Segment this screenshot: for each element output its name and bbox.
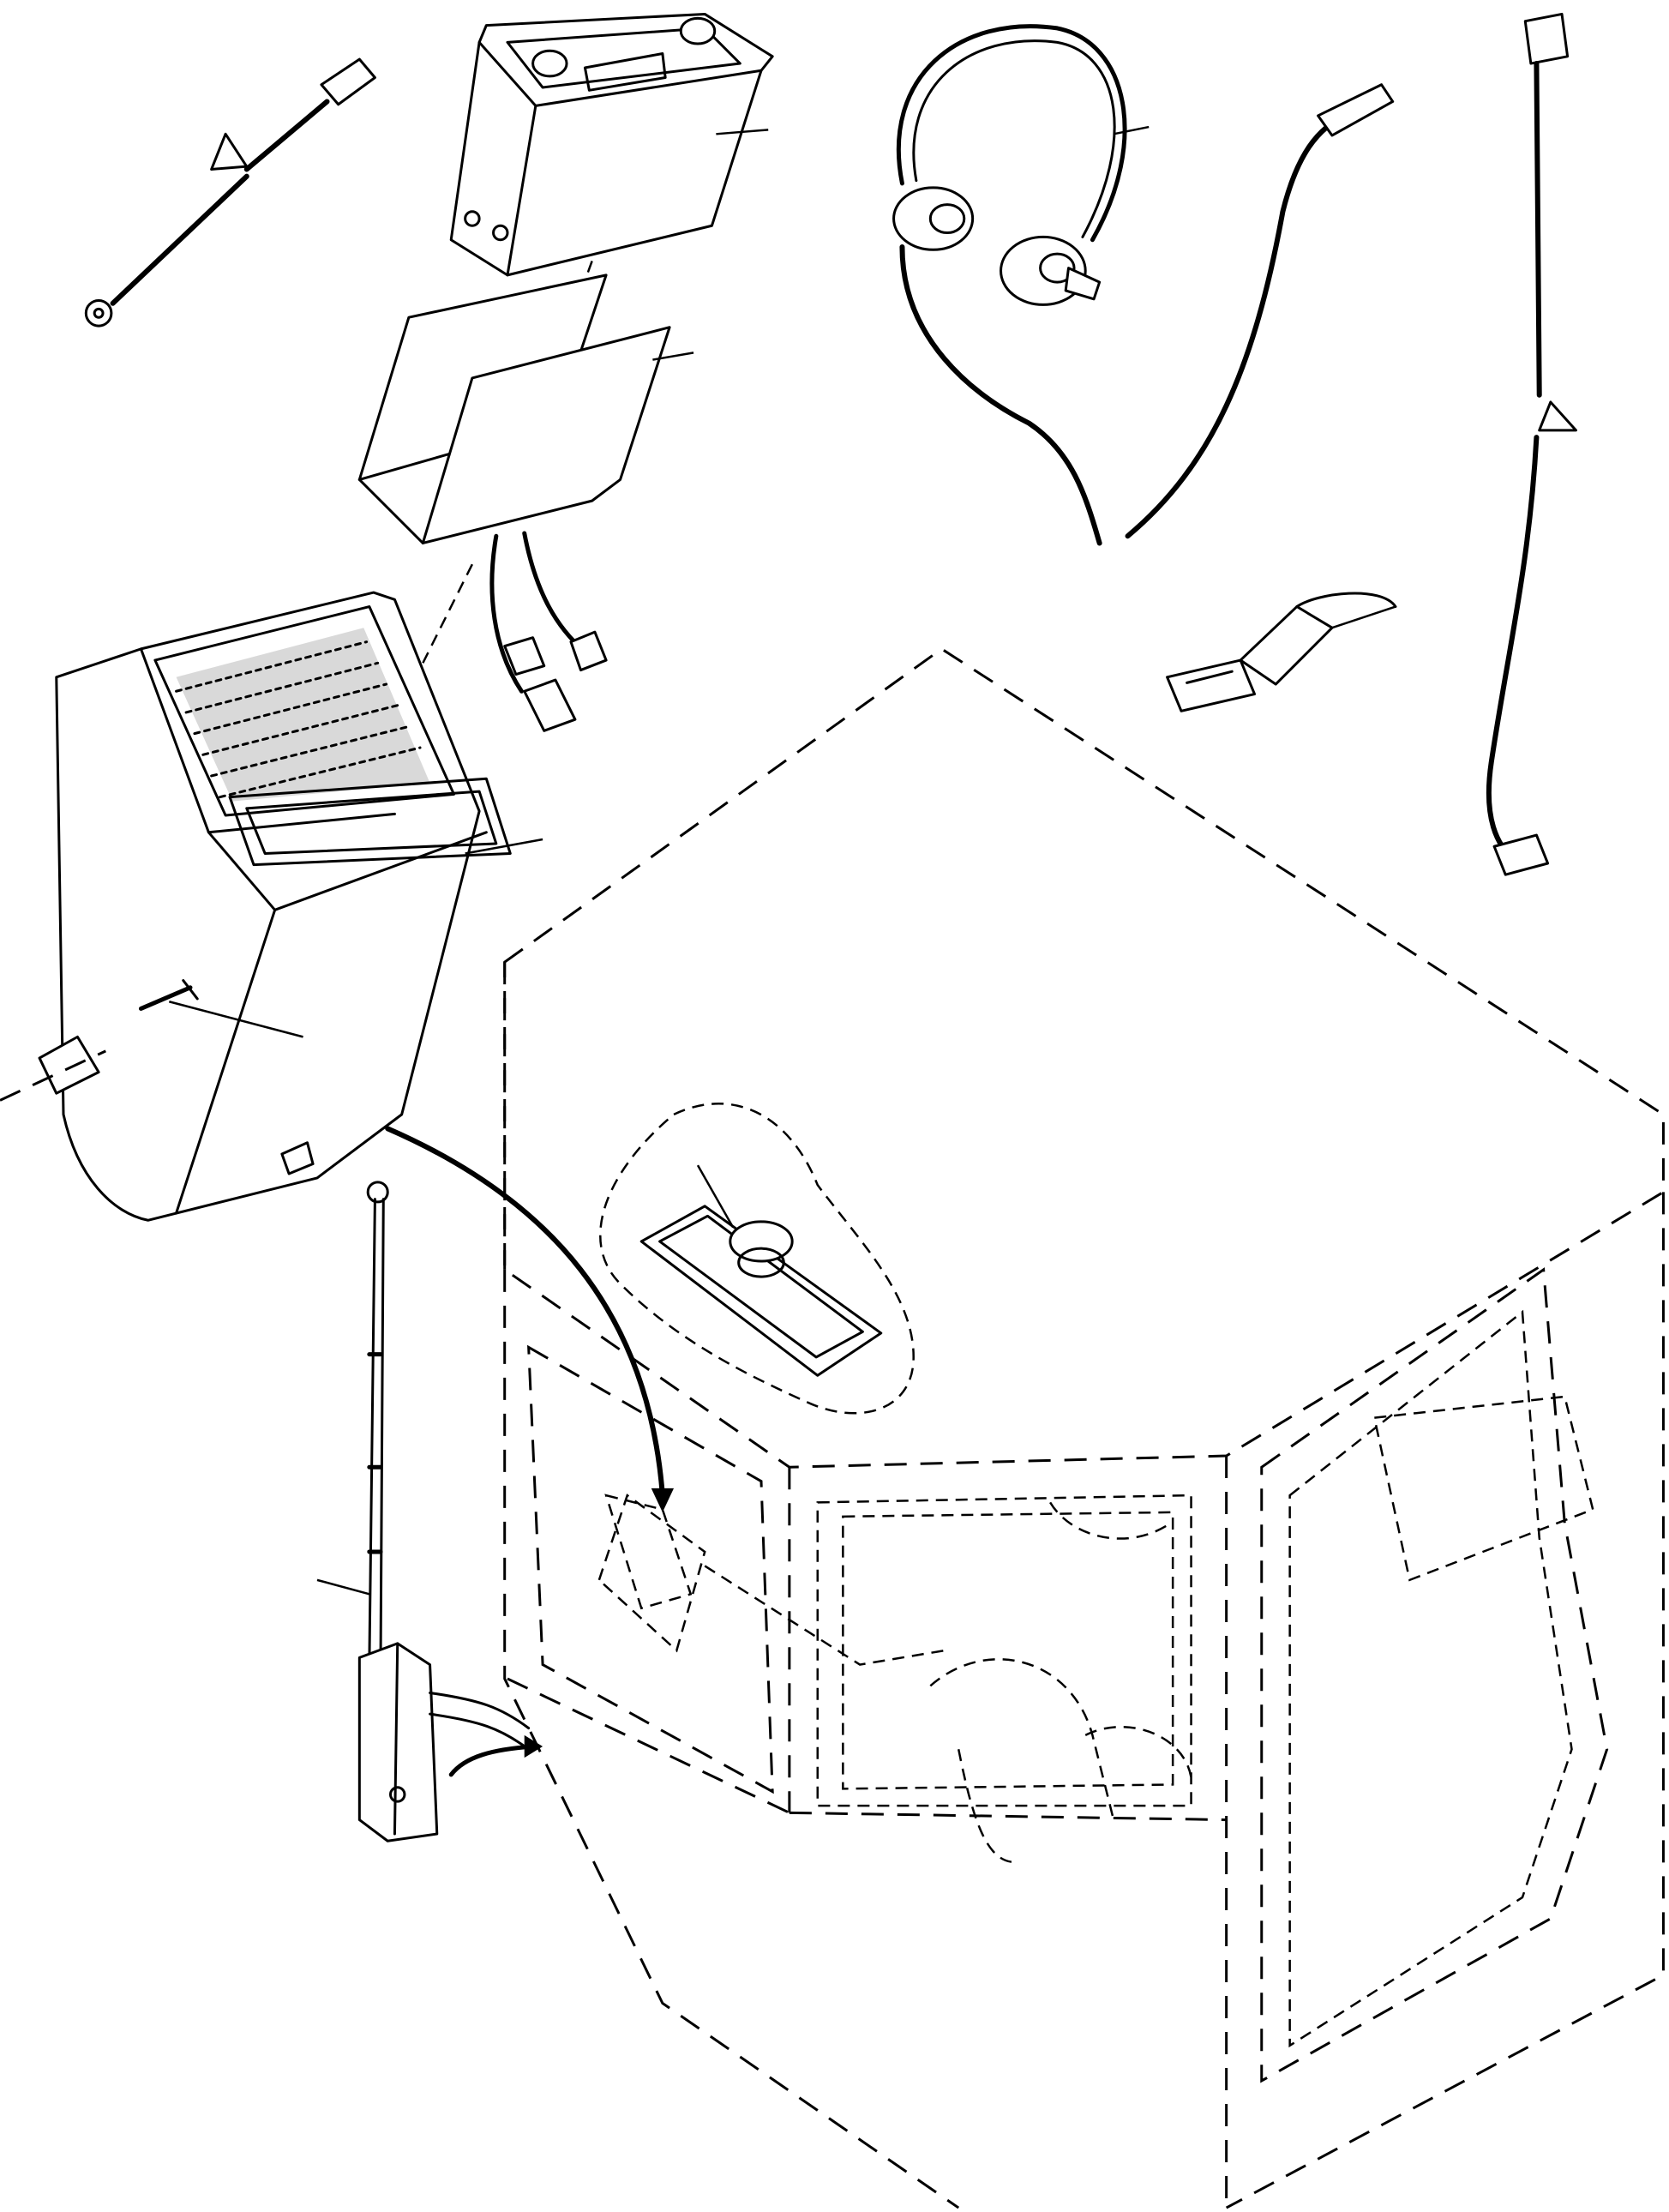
flat-connector (1168, 593, 1396, 711)
console-clip (39, 1037, 99, 1093)
headphones (894, 27, 1393, 544)
roof-speaker (600, 1103, 913, 1413)
power-lead (1489, 14, 1576, 875)
ground-lead (86, 59, 375, 326)
antenna (317, 1182, 543, 1841)
speaker-grille (177, 628, 430, 802)
cab-outline (505, 649, 1664, 2208)
radio-console (0, 592, 543, 1220)
routing-arrow (387, 1128, 691, 1608)
mounting-bracket (359, 275, 693, 730)
radio-unit (451, 14, 772, 338)
